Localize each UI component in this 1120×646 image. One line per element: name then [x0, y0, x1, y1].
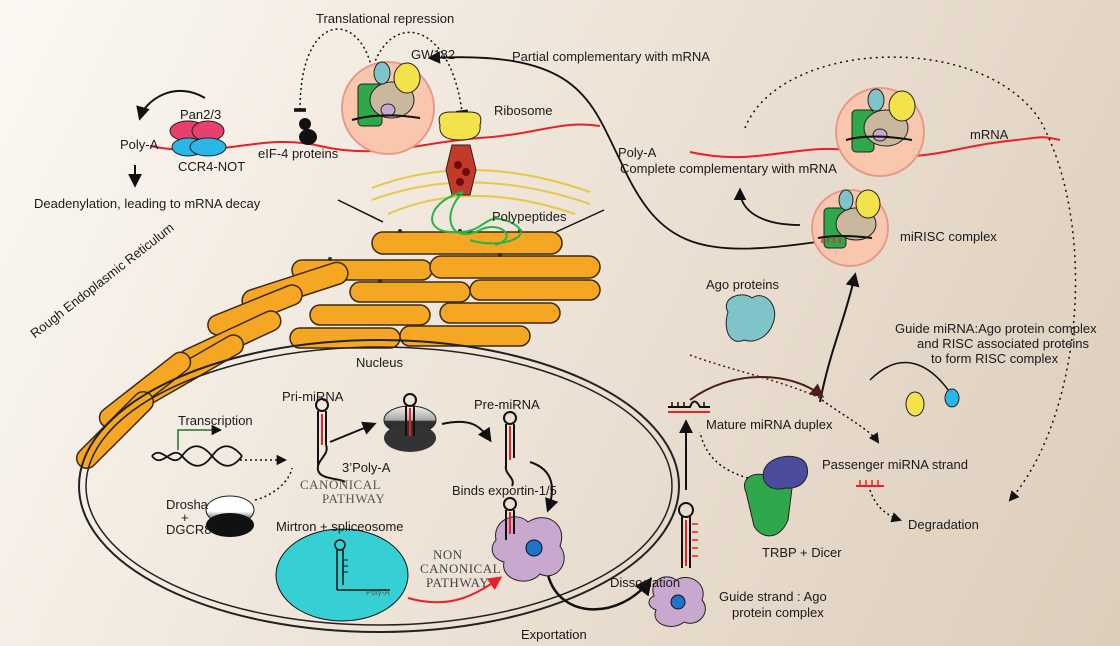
trbp-dicer	[744, 455, 808, 537]
transcription-arrow	[177, 424, 223, 450]
label-guide-ago-2: protein complex	[732, 605, 824, 620]
repression-arc-left	[293, 28, 373, 112]
risc-proteins-arc	[869, 361, 956, 401]
label-pan23: Pan2/3	[180, 107, 222, 122]
zoom-line-left	[337, 199, 384, 223]
label-polypeptides: Polypeptides	[492, 209, 567, 224]
label-mature-duplex: Mature miRNA duplex	[706, 417, 833, 432]
mirisc-complex	[811, 189, 889, 267]
label-non-canonical-2: CANONICAL	[420, 561, 502, 576]
label-nucleus: Nucleus	[356, 355, 403, 370]
non-canonical-arrow	[407, 576, 503, 604]
zoom-line-right	[555, 209, 605, 233]
mirtron	[275, 528, 409, 622]
degradation-arc	[744, 56, 1077, 502]
label-ribosome: Ribosome	[494, 103, 553, 118]
label-binds-exportin: Binds exportin-1/5	[452, 483, 557, 498]
exportation-arrow	[546, 574, 653, 611]
ago-protein-shape	[725, 294, 776, 342]
dissociation-hairpin	[678, 502, 698, 568]
label-complete-complementary: Complete complementary with mRNA	[620, 161, 837, 176]
risc-protein-blue	[944, 388, 960, 408]
label-dissociation: Dissociation	[610, 575, 681, 590]
partial-complementary-arrow	[427, 51, 831, 250]
exportin-complex	[491, 497, 565, 582]
label-3-poly-a: 3’Poly-A	[342, 460, 391, 475]
label-degradation: Degradation	[908, 517, 979, 532]
label-translational-repression: Translational repression	[316, 11, 455, 26]
label-canonical-2: PATHWAY	[322, 491, 386, 506]
top-mirisc	[341, 61, 435, 155]
degradation-dotted-arrow	[869, 489, 902, 523]
label-ccr4-not: CCR4-NOT	[178, 159, 246, 174]
label-poly-a-left: Poly-A	[120, 137, 159, 152]
nucleus-inner	[85, 346, 673, 626]
pan23-complex	[169, 120, 227, 157]
label-non-canonical-1: NON	[433, 547, 463, 562]
mature-duplex	[668, 400, 710, 413]
label-gw182: GW182	[411, 47, 456, 62]
risc-formation-arrow	[819, 272, 860, 403]
nucleus-outer	[78, 339, 680, 633]
label-guide-line3: to form RISC complex	[931, 351, 1059, 366]
label-plus: +	[181, 510, 189, 525]
repression-arc-right	[371, 31, 469, 115]
eif4-protein	[299, 118, 317, 145]
mirisc-to-mrna-arrow	[733, 187, 801, 226]
label-transcription: Transcription	[178, 413, 253, 428]
pri-mirna-hairpin	[315, 398, 346, 483]
dna-helix	[151, 445, 243, 467]
label-guide-line2: and RISC associated proteins	[917, 336, 1089, 351]
to-pre-arrow	[441, 420, 492, 443]
rough-er	[75, 231, 601, 470]
guide-ago-complex	[648, 576, 706, 627]
label-trbp-dicer: TRBP + Dicer	[762, 545, 842, 560]
label-passenger-strand: Passenger miRNA strand	[822, 457, 968, 472]
label-deadenylation: Deadenylation, leading to mRNA decay	[34, 196, 261, 211]
duplex-to-ago-arrow	[689, 376, 825, 401]
passenger-dotted-arrow	[821, 399, 880, 444]
label-non-canonical-3: PATHWAY	[426, 575, 490, 590]
label-eif4: eIF-4 proteins	[258, 146, 339, 161]
label-poly-a-right: Poly-A	[618, 145, 657, 160]
risc-protein-yellow	[905, 391, 925, 417]
label-pri-mirna: Pri-miRNA	[282, 389, 344, 404]
label-dgcr8: DGCR8	[166, 522, 212, 537]
drosha-dotted	[254, 467, 293, 501]
pan23-arrow	[136, 89, 206, 121]
label-drosha: Drosha	[166, 497, 208, 512]
ribosome	[431, 111, 522, 246]
label-mrna: mRNA	[970, 127, 1009, 142]
drosha-dgcr8	[205, 495, 255, 537]
label-canonical-1: CANONICAL	[300, 477, 382, 492]
label-mirtron: Mirtron + spliceosome	[276, 519, 404, 534]
label-guide-ago-1: Guide strand : Ago	[719, 589, 827, 604]
dicer-dotted-arrow	[699, 431, 749, 479]
pri-to-dicer-arrow	[329, 421, 377, 443]
er-membrane-lines	[371, 169, 591, 215]
label-exportation: Exportation	[521, 627, 587, 642]
right-mirisc-on-mrna	[835, 87, 925, 177]
pre-mirna-hairpin	[503, 411, 517, 487]
label-mirtron-poly-a: Poly-A	[366, 588, 390, 597]
label-ago-proteins: Ago proteins	[706, 277, 779, 292]
label-guide-line1: Guide miRNA:Ago protein complex	[895, 321, 1097, 336]
label-mirisc-complex: miRISC complex	[900, 229, 997, 244]
label-partial-complementary: Partial complementary with mRNA	[512, 49, 710, 64]
passenger-strand	[856, 480, 884, 487]
processing-enzyme	[383, 393, 437, 452]
label-pre-mirna: Pre-miRNA	[474, 397, 540, 412]
pre-to-exportin-arrow	[529, 461, 559, 513]
